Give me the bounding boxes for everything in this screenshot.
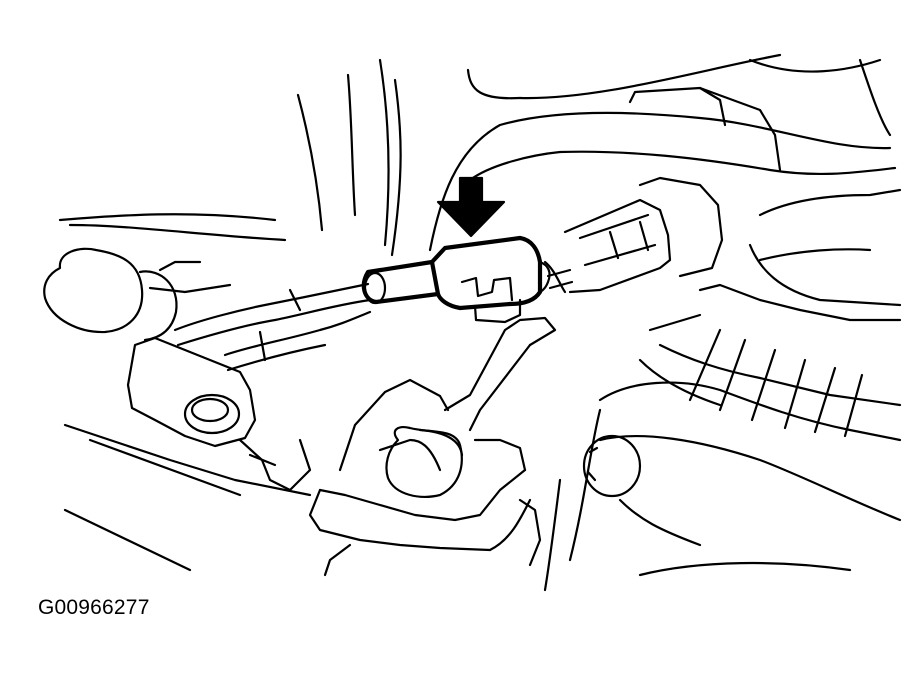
sensor-tube: [173, 282, 372, 372]
oxygen-sensor-connector: [361, 235, 551, 324]
lower-left-edges: [63, 423, 312, 572]
upper-hose: [428, 111, 897, 252]
mounting-bracket: [126, 336, 312, 492]
lower-right-cover: [543, 408, 902, 592]
left-bolt-cap: [43, 247, 232, 342]
figure-id-label: G00966277: [38, 596, 150, 619]
right-engine-components: [598, 188, 902, 442]
upper-right-bracket: [628, 86, 782, 278]
harness-connector-plug: [543, 198, 672, 294]
down-arrow-icon: [436, 176, 506, 238]
engine-background-outlines: [58, 53, 892, 257]
lower-center-bracket: [308, 316, 557, 577]
